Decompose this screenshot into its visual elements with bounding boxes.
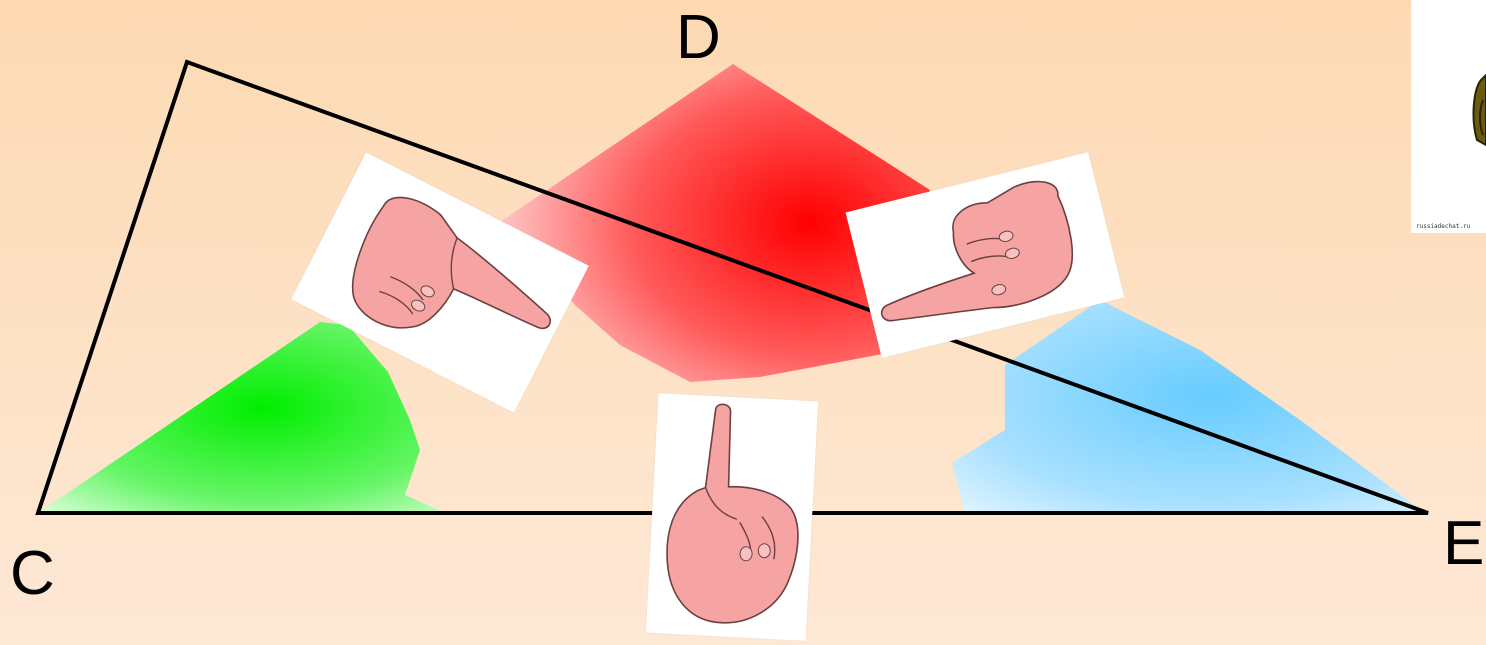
hand-pointing-right-icon: [352, 196, 552, 330]
thumbnail-image: russiadechat.ru: [1411, 0, 1486, 233]
hand-card-right: [845, 151, 1125, 359]
hand-card-bottom: [645, 392, 819, 642]
angle-d-region: [500, 64, 930, 382]
character-figure-icon: [1472, 73, 1486, 147]
hand-pointing-left-icon: [880, 180, 1074, 322]
hand-pointing-up-icon: [666, 403, 799, 624]
hand-card-left: [291, 152, 589, 413]
angle-e-region: [952, 300, 1425, 513]
thumbnail-caption: russiadechat.ru: [1416, 223, 1471, 230]
angle-c-region: [38, 322, 445, 513]
vertex-label-c: C: [10, 539, 55, 608]
vertex-label-e: E: [1443, 509, 1485, 578]
vertex-label-d: D: [676, 3, 721, 72]
